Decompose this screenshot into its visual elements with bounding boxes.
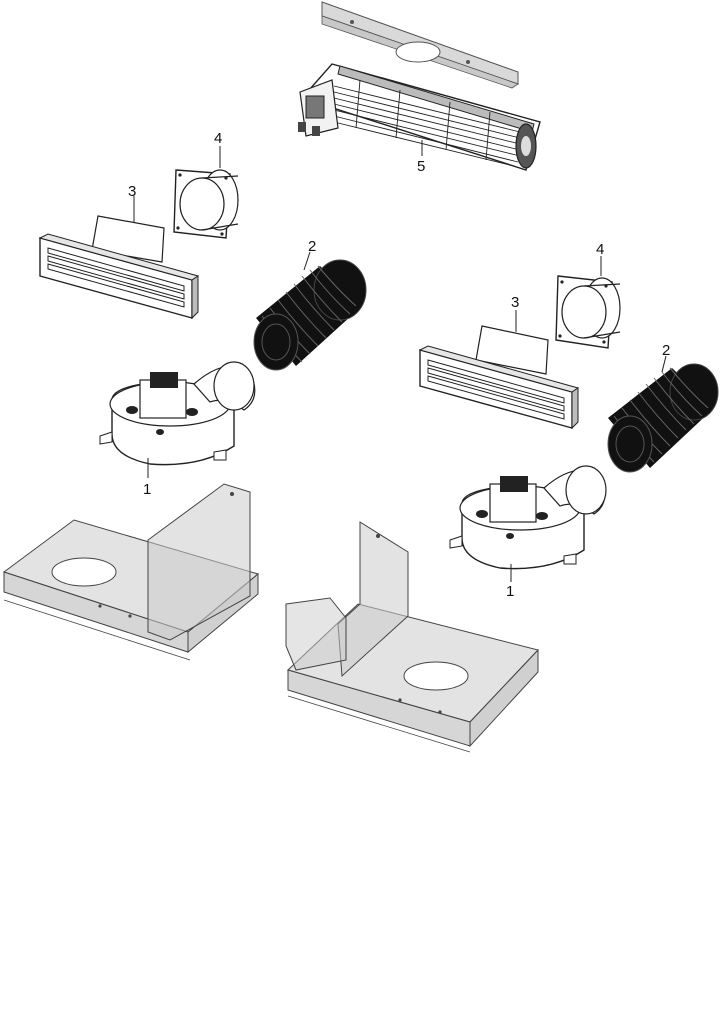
left-flex-hose <box>253 259 367 371</box>
tangential-fan <box>298 63 541 171</box>
left-grille <box>38 215 200 320</box>
right-blower-fan <box>449 465 607 570</box>
left-duct-collar <box>173 169 239 239</box>
right-duct-collar <box>555 275 621 349</box>
callout-left-fan: 1 <box>143 481 151 498</box>
callout-right-grille: 3 <box>511 294 519 311</box>
right-grille <box>418 325 580 430</box>
right-flex-hose <box>607 363 719 473</box>
callout-right-collar: 4 <box>596 241 604 258</box>
callout-tangential-fan: 5 <box>417 158 425 175</box>
left-housing-tray <box>2 483 260 661</box>
callout-right-fan: 1 <box>506 583 514 600</box>
callout-left-hose: 2 <box>308 238 316 255</box>
callout-left-collar: 4 <box>214 130 222 147</box>
callout-left-grille: 3 <box>128 183 136 200</box>
top-mounting-plate <box>321 1 519 89</box>
left-blower-fan <box>99 361 256 466</box>
callout-right-hose: 2 <box>662 342 670 359</box>
right-housing-tray <box>285 521 539 753</box>
